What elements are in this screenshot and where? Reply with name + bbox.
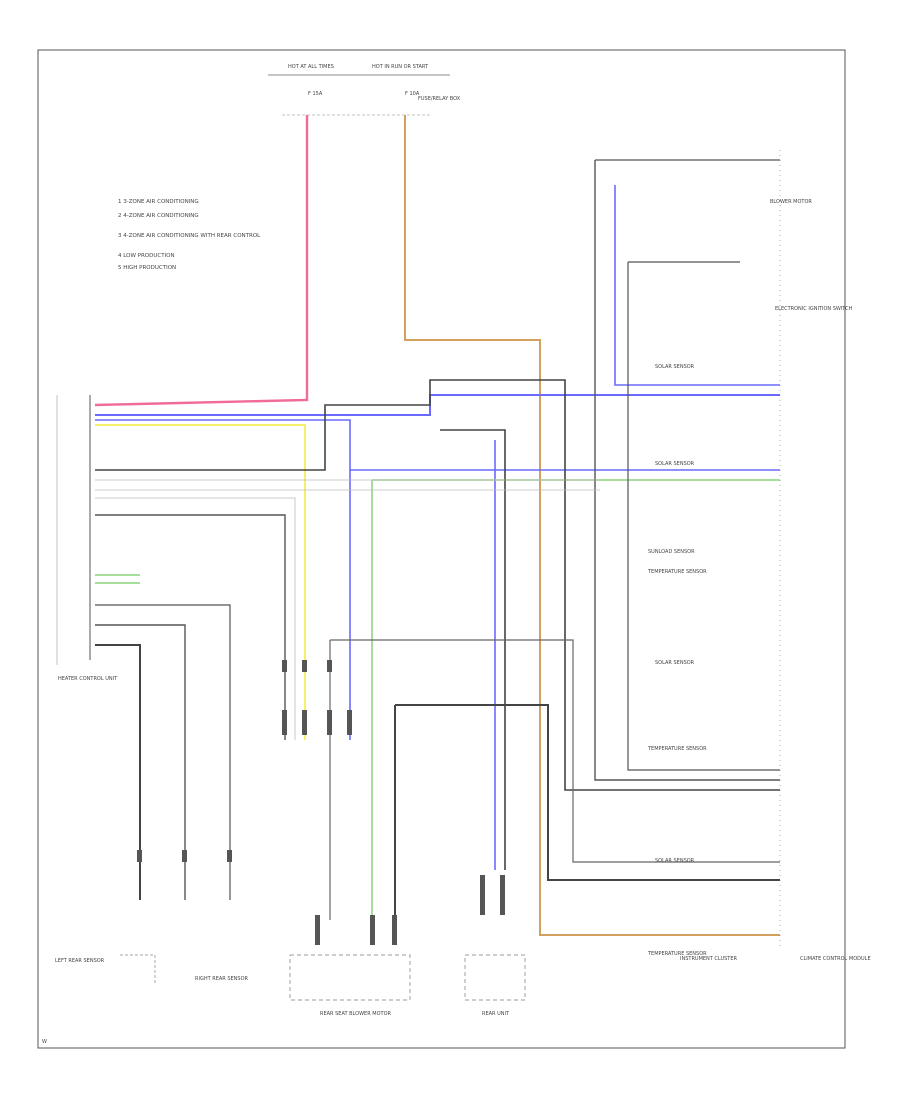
wire-blue — [95, 394, 780, 416]
legend-item: 5 HIGH PRODUCTION — [118, 265, 176, 271]
connector-pins — [137, 660, 505, 945]
legend-item: 3 4-ZONE AIR CONDITIONING WITH REAR CONT… — [118, 233, 261, 239]
wire-blue — [614, 185, 780, 386]
pin-marker — [227, 850, 232, 862]
pin-marker — [480, 875, 485, 915]
pin-marker — [282, 710, 287, 735]
legend-item: 2 4-ZONE AIR CONDITIONING — [118, 213, 199, 219]
pin-marker — [182, 850, 187, 862]
right-label: TEMPERATURE SENSOR — [647, 569, 707, 575]
pin-marker — [392, 915, 397, 945]
wire-dark — [95, 379, 780, 791]
fuse-id-left: F 15A — [308, 91, 323, 97]
wire-dark — [95, 514, 286, 740]
rear-seat-blower-box — [289, 954, 411, 1001]
right-label: SUNLOAD SENSOR — [648, 549, 695, 555]
mid-right-module-label: ELECTRONIC IGNITION SWITCH — [775, 306, 853, 312]
wire-dark — [95, 644, 141, 900]
right-label: TEMPERATURE SENSOR — [647, 746, 707, 752]
fuse-box-label: FUSE/RELAY BOX — [418, 96, 461, 102]
rear-unit-label: REAR UNIT — [482, 1011, 510, 1017]
wire-pink — [94, 115, 309, 407]
blower-label: BLOWER MOTOR — [770, 199, 812, 205]
footer-code: W — [42, 1039, 47, 1045]
right-label: SOLAR SENSOR — [655, 461, 695, 467]
legend-item: 1 3-ZONE AIR CONDITIONING — [118, 199, 199, 205]
pin-marker — [327, 710, 332, 735]
right-connector-label: CLIMATE CONTROL MODULE — [800, 956, 871, 962]
pin-marker — [315, 915, 320, 945]
wire-dark — [95, 604, 231, 900]
legend: 1 3-ZONE AIR CONDITIONING 2 4-ZONE AIR C… — [118, 199, 261, 271]
bottom-right-label: INSTRUMENT CLUSTER — [680, 956, 738, 962]
wire-dark — [95, 624, 186, 900]
right-label: TEMPERATURE SENSOR — [647, 951, 707, 957]
wire-yellow — [95, 424, 306, 740]
right-label: SOLAR SENSOR — [655, 364, 695, 370]
diagram-border — [37, 49, 846, 1049]
fuse-label-right: HOT IN RUN OR START — [372, 64, 429, 70]
right-label: SOLAR SENSOR — [655, 660, 695, 666]
rear-unit-box — [464, 954, 526, 1001]
wire-dark — [395, 704, 780, 881]
wire-tan — [404, 115, 780, 936]
fuse-label-left: HOT AT ALL TIMES — [288, 64, 334, 70]
wire-dark — [594, 160, 780, 781]
pin-marker — [302, 660, 307, 672]
pin-marker — [370, 915, 375, 945]
legend-item: 4 LOW PRODUCTION — [118, 253, 175, 259]
pin-marker — [302, 710, 307, 735]
wire-dark — [440, 429, 506, 870]
bottom-left-label-2: RIGHT REAR SENSOR — [195, 976, 249, 982]
pin-marker — [327, 660, 332, 672]
pin-marker — [347, 710, 352, 735]
pin-marker — [282, 660, 287, 672]
bottom-left-label-1: LEFT REAR SENSOR — [55, 958, 105, 964]
wire-dark — [627, 262, 780, 771]
fuse-id-right: F 10A — [405, 91, 420, 97]
wire-gray — [95, 497, 296, 740]
left-module-label: HEATER CONTROL UNIT — [58, 676, 118, 682]
pin-marker — [500, 875, 505, 915]
right-label: SOLAR SENSOR — [655, 858, 695, 864]
wire-gray — [330, 639, 780, 863]
pin-marker — [137, 850, 142, 862]
rear-seat-blower-label: REAR SEAT BLOWER MOTOR — [320, 1011, 392, 1017]
